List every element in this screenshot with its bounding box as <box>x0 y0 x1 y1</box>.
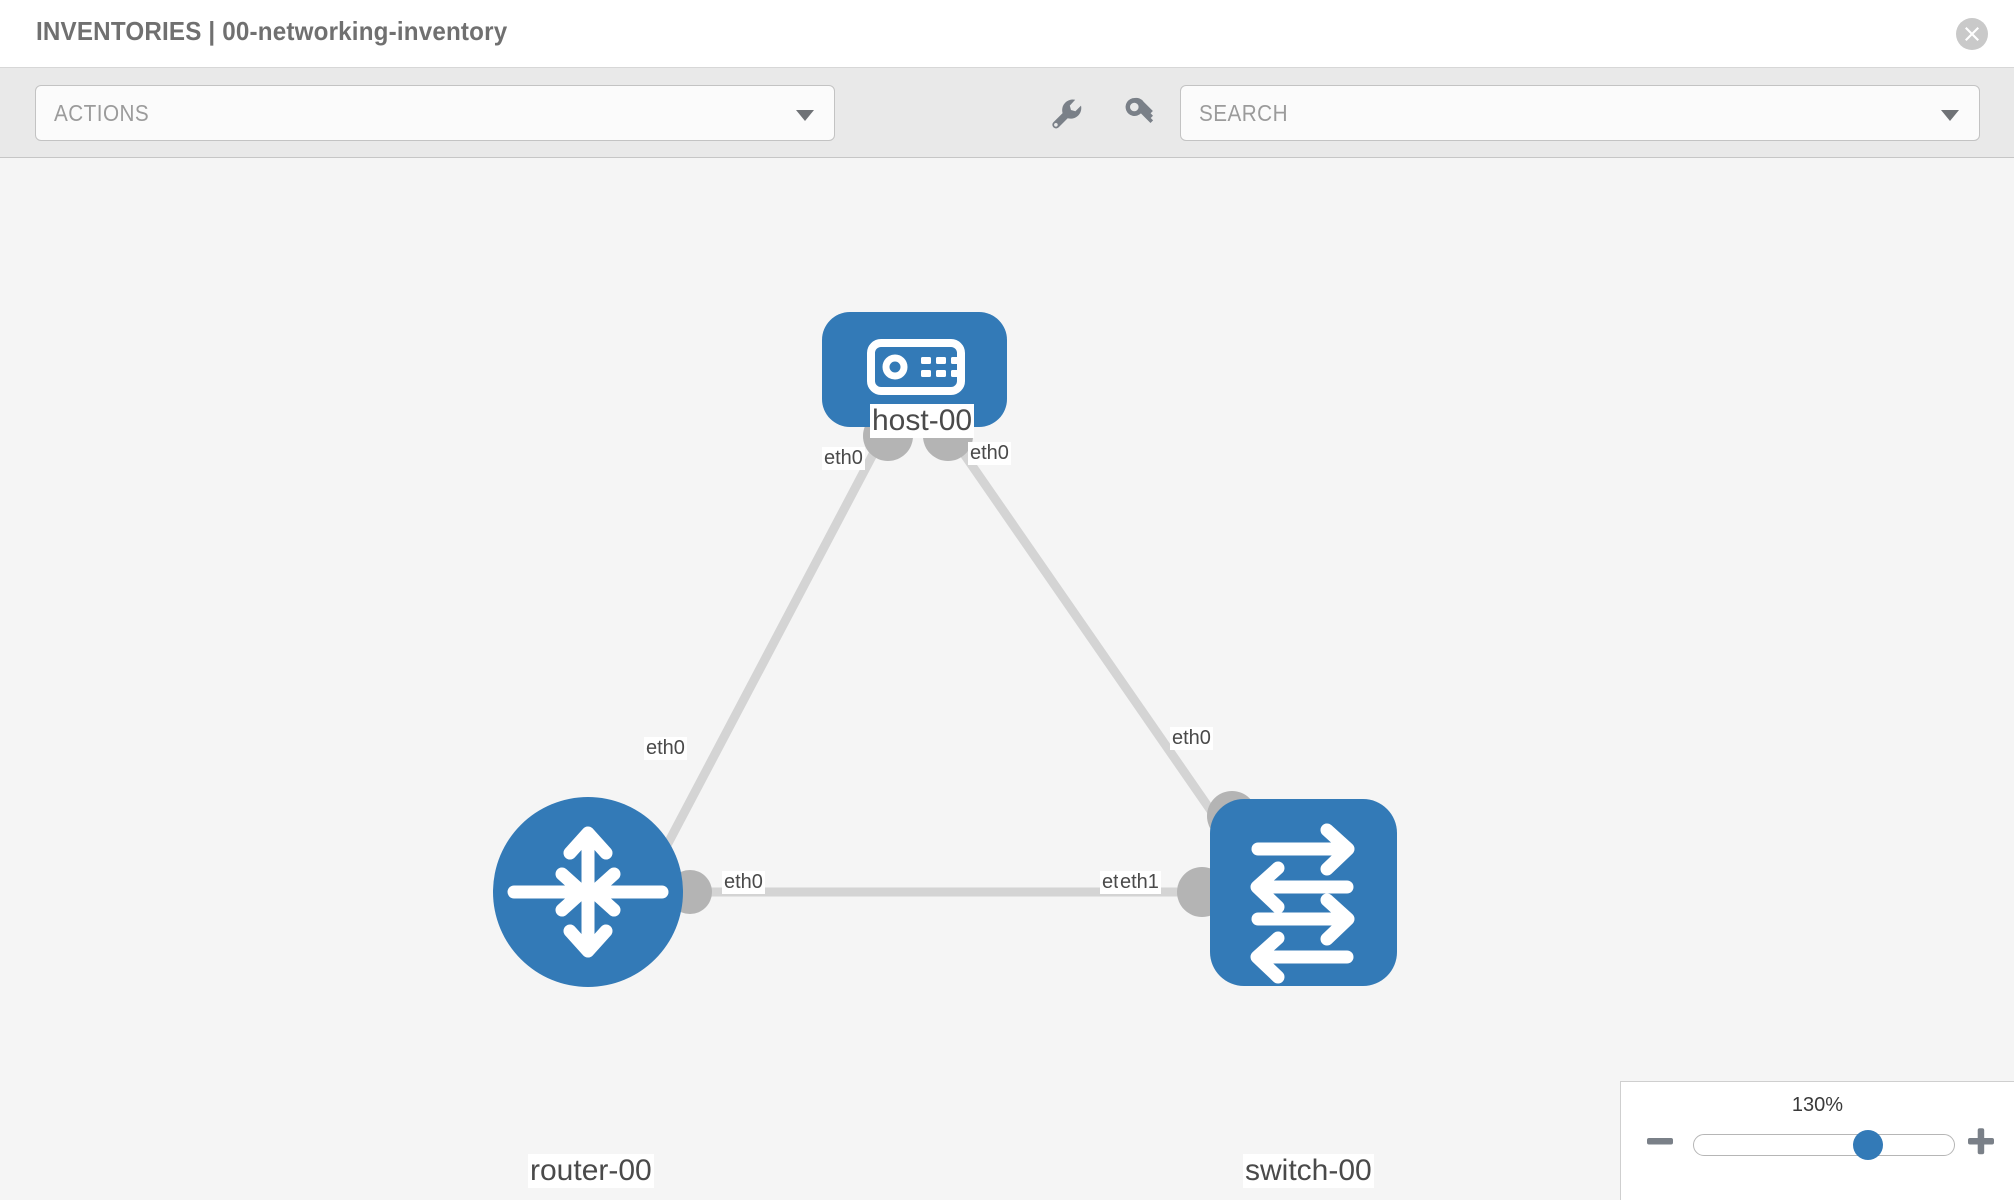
port-label-host00-eth0-left: eth0 <box>822 447 865 470</box>
link-host00-switch00[interactable] <box>951 438 1229 834</box>
zoom-level-value: 130% <box>1791 1094 1844 1116</box>
switch-arrows-icon <box>1250 823 1355 984</box>
actions-dropdown-label: ACTIONS <box>54 100 150 126</box>
zoom-control-panel: 130% <box>1620 1081 2014 1200</box>
port-label-switch00-eth1: eth1 <box>1118 871 1161 894</box>
zoom-in-button[interactable] <box>1964 1124 1998 1158</box>
search-input[interactable]: SEARCH <box>1180 85 1980 141</box>
page-header: INVENTORIES | 00-networking-inventory <box>0 0 2014 68</box>
zoom-slider[interactable] <box>1693 1130 1955 1160</box>
chevron-down-icon <box>796 110 814 121</box>
topology-ports <box>668 411 1257 917</box>
node-label-router-00: router-00 <box>528 1154 654 1188</box>
wrench-icon[interactable] <box>1044 92 1086 134</box>
port-label-switch00-eth0: eth0 <box>1170 727 1213 750</box>
actions-dropdown[interactable]: ACTIONS <box>35 85 835 141</box>
zoom-out-button[interactable] <box>1643 1124 1677 1158</box>
search-chevron-down-icon[interactable] <box>1941 110 1959 121</box>
topology-graph <box>493 312 1397 987</box>
node-host-00[interactable] <box>822 312 1007 427</box>
port-label-router00-eth0: eth0 <box>722 871 765 894</box>
node-router-00[interactable] <box>493 797 683 987</box>
close-icon[interactable] <box>1956 18 1988 50</box>
link-host00-router00[interactable] <box>661 438 884 852</box>
node-switch-00[interactable] <box>1210 799 1397 986</box>
page-title: INVENTORIES | 00-networking-inventory <box>36 16 508 46</box>
toolbar: ACTIONS SEARCH <box>0 68 2014 158</box>
router-arrows-icon <box>507 826 669 958</box>
zoom-slider-thumb[interactable] <box>1853 1130 1884 1160</box>
server-icon <box>867 339 965 395</box>
search-placeholder: SEARCH <box>1199 100 1288 126</box>
node-label-host-00: host-00 <box>870 404 975 438</box>
topology-canvas[interactable]: host-00 router-00 switch-00 eth0 eth0 et… <box>0 159 2014 1200</box>
topology-links <box>661 438 1229 897</box>
key-icon[interactable] <box>1118 92 1160 134</box>
node-label-switch-00: switch-00 <box>1243 1154 1374 1188</box>
port-label-router00-eth0-uplink: eth0 <box>644 737 687 760</box>
port-label-host00-eth0-right: eth0 <box>968 442 1011 465</box>
